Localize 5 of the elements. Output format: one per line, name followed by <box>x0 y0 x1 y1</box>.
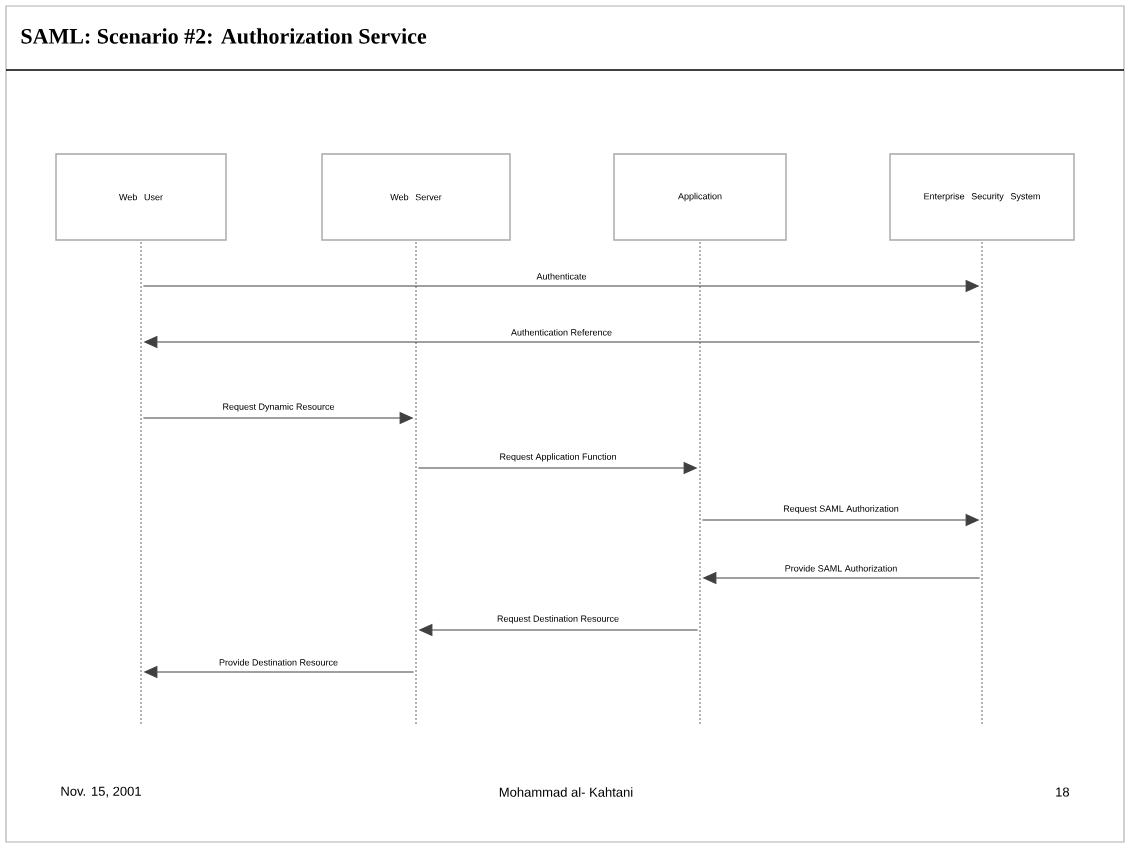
lifeline <box>699 241 701 725</box>
slide-title: SAML: Scenario #2: Authorization Service <box>21 28 427 44</box>
lifeline <box>981 241 983 725</box>
lifeline <box>140 241 142 725</box>
lifeline <box>415 241 417 725</box>
